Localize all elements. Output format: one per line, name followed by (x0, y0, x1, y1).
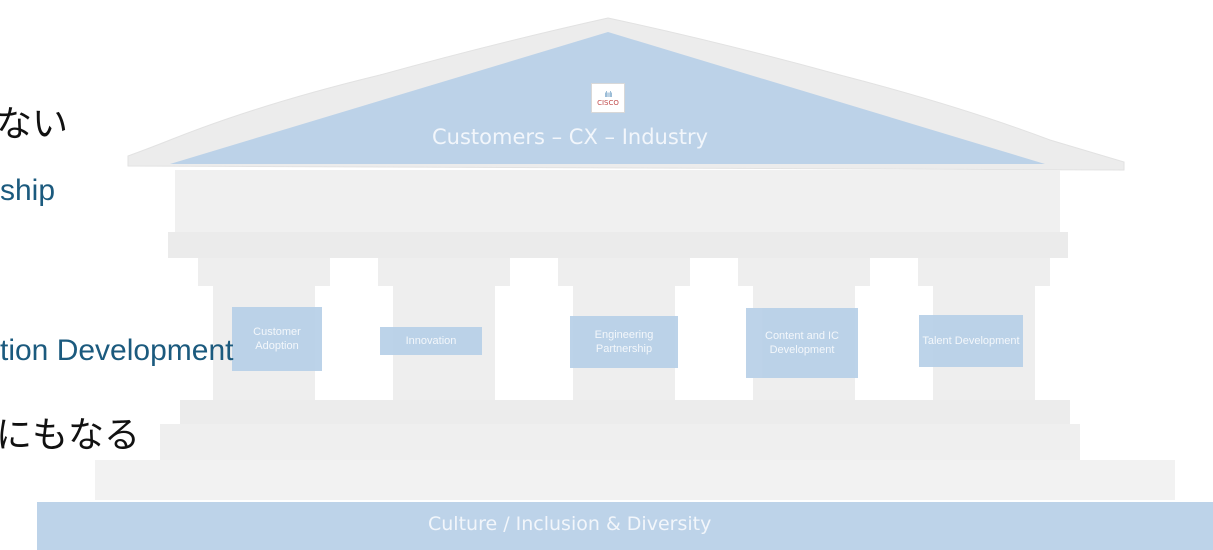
slide-text-line-1: ない (0, 103, 69, 144)
pillar-label-engineering-partnership: Engineering Partnership (570, 316, 678, 368)
roof-label: Customers – CX – Industry (432, 125, 709, 149)
cisco-logo: ılıılı CISCO (591, 83, 625, 113)
foundation-bar (37, 502, 1213, 550)
slide-text-line-2: ship (0, 174, 56, 207)
logo-word: CISCO (597, 98, 619, 107)
slide-text-line-4: にもなる (0, 414, 141, 455)
foundation-label: Culture / Inclusion & Diversity (428, 513, 712, 535)
pillar-label-innovation: Innovation (380, 327, 482, 355)
pillar-label-customer-adoption: Customer Adoption (232, 307, 322, 371)
logo-bars: ılıılı (604, 89, 612, 99)
pillar-label-talent-development: Talent Development (919, 315, 1023, 367)
stylobate (180, 400, 1070, 424)
entablature (175, 170, 1060, 232)
pillar-label-content-ic-development: Content and IC Development (746, 308, 858, 378)
slide-text-line-3: tion Development (0, 334, 234, 367)
